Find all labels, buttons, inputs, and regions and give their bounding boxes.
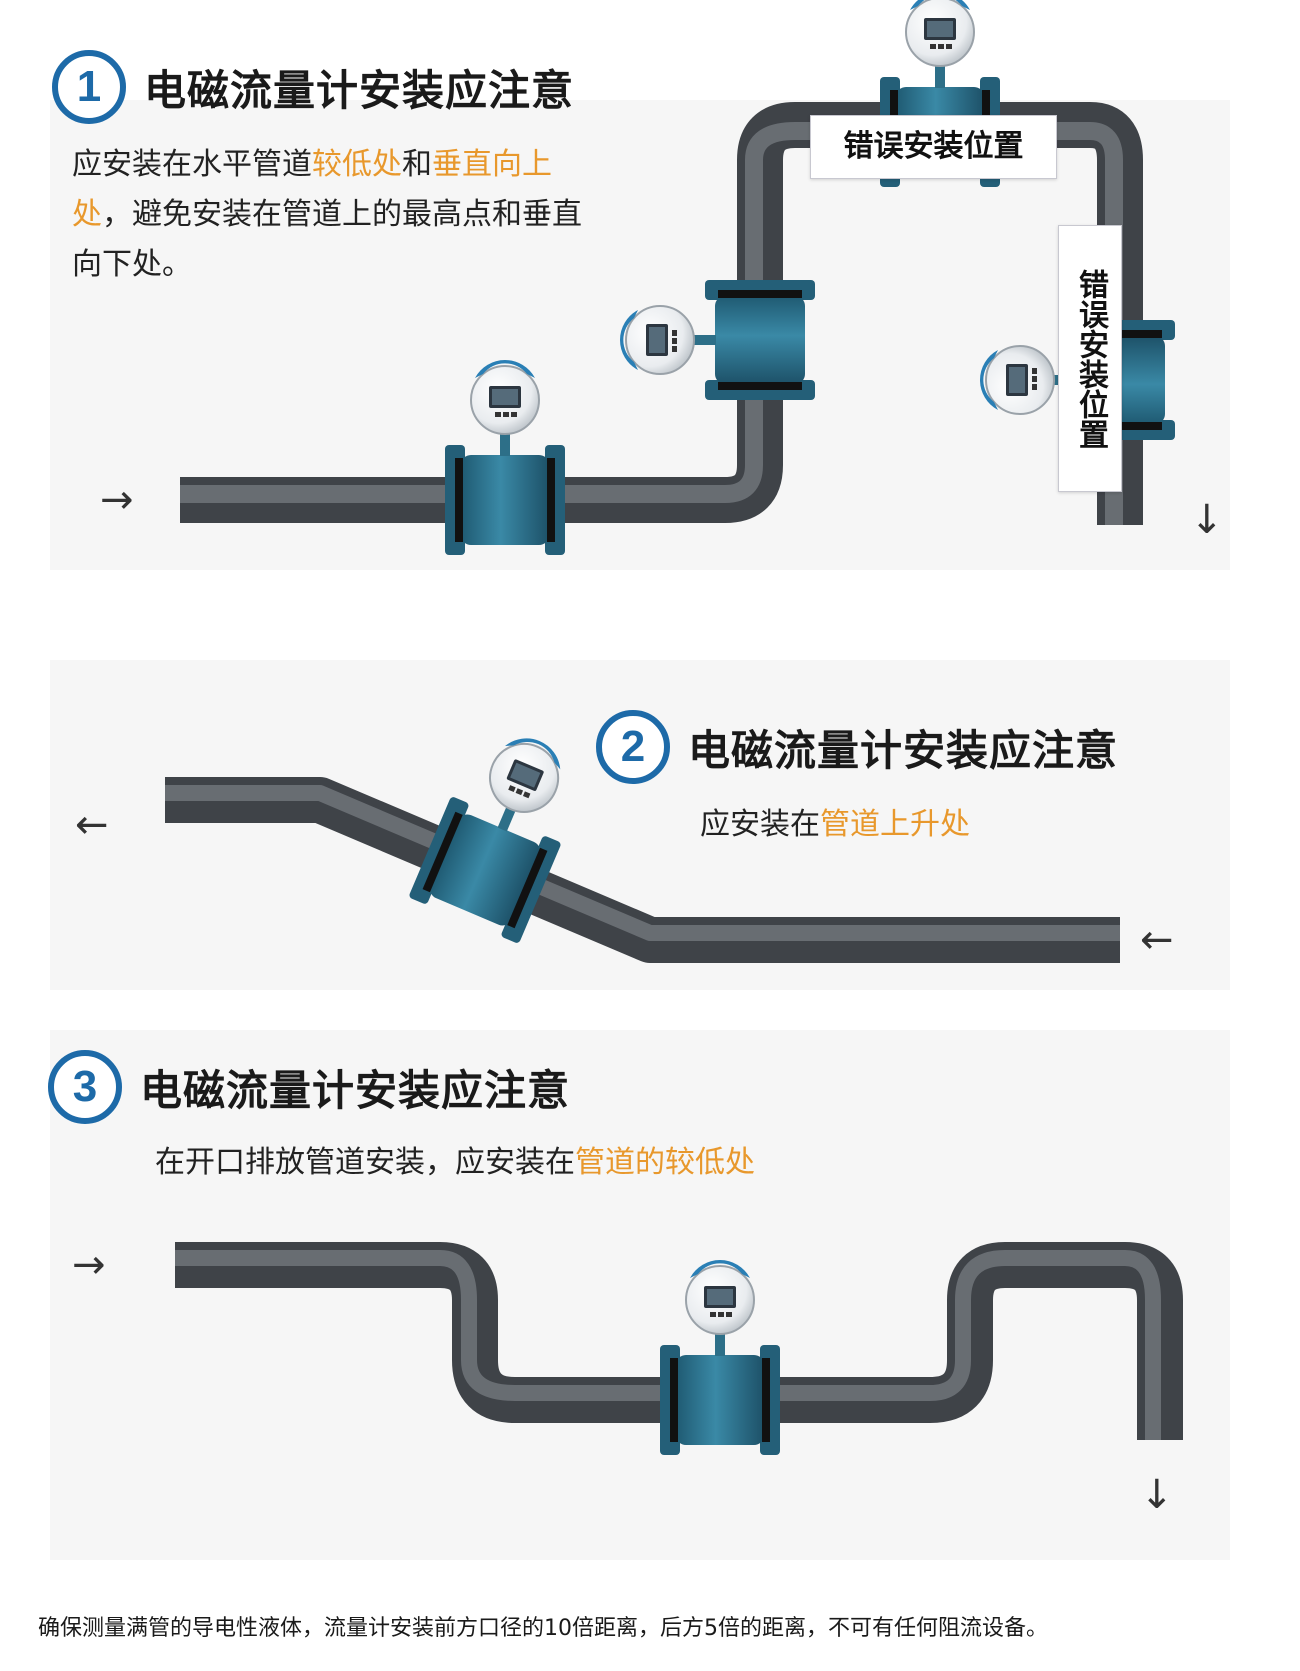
- section-2-number-badge: 2: [596, 710, 670, 784]
- section-2-title: 电磁流量计安装应注意: [688, 725, 1119, 775]
- footer-note: 确保测量满管的导电性液体，流量计安装前方口径的10倍距离，后方5倍的距离，不可有…: [38, 1616, 1048, 1641]
- section-3-title: 电磁流量计安装应注意: [140, 1065, 571, 1115]
- section-1-number-badge: 1: [52, 50, 126, 124]
- desc-text: ，避免安装在管道上的最高点和垂直向下处。: [72, 197, 582, 282]
- section-3-heading: 3 电磁流量计安装应注意: [48, 1050, 570, 1124]
- desc-highlight: 较低处: [312, 147, 402, 182]
- flowmeter-vertical-up: [619, 279, 816, 401]
- section-1-heading: 1 电磁流量计安装应注意: [52, 50, 574, 124]
- wrong-position-label-side: 错误安装位置: [1058, 225, 1122, 492]
- section-3: 3 电磁流量计安装应注意 在开口排放管道安装，应安装在管道的较低处 → ↓: [0, 1030, 1300, 1590]
- section-1-diagram: [180, 0, 1176, 556]
- flow-arrow-out: ↓: [1140, 1472, 1174, 1518]
- flow-arrow-out: ←: [75, 802, 109, 848]
- section-3-number-badge: 3: [48, 1050, 122, 1124]
- section-3-diagram: [175, 1242, 1183, 1456]
- desc-highlight: 垂直向上处: [72, 147, 552, 232]
- flow-arrow-in: ←: [1140, 917, 1174, 963]
- section-2-description: 应安装在管道上升处: [700, 800, 970, 850]
- flow-arrow-out: ↓: [1190, 497, 1224, 543]
- section-2-diagram: [165, 716, 1120, 963]
- section-2: 2 电磁流量计安装应注意 应安装在管道上升处 ← ←: [0, 640, 1300, 1010]
- section-1-description: 应安装在水平管道较低处和垂直向上处，避免安装在管道上的最高点和垂直向下处。: [72, 140, 592, 290]
- wrong-position-label-top: 错误安装位置: [810, 115, 1057, 179]
- pipe-section-2: [165, 777, 1120, 963]
- section-1-title: 电磁流量计安装应注意: [144, 65, 575, 115]
- desc-text: 应安装在: [700, 807, 820, 842]
- desc-text: 在开口排放管道安装，应安装在: [155, 1145, 575, 1180]
- desc-highlight: 管道的较低处: [575, 1145, 755, 1180]
- flow-arrow-in: →: [100, 477, 134, 523]
- desc-text: 和: [402, 147, 432, 182]
- section-1: 1 电磁流量计安装应注意 应安装在水平管道较低处和垂直向上处，避免安装在管道上的…: [0, 0, 1300, 600]
- section-2-heading: 2 电磁流量计安装应注意: [596, 710, 1118, 784]
- section-3-description: 在开口排放管道安装，应安装在管道的较低处: [155, 1138, 755, 1188]
- desc-text: 应安装在水平管道: [72, 147, 312, 182]
- flowmeter-horizontal-low: [444, 359, 566, 556]
- flowmeter-low-point: [659, 1259, 781, 1456]
- desc-highlight: 管道上升处: [820, 807, 970, 842]
- flow-arrow-in: →: [72, 1242, 106, 1288]
- section-3-background: [50, 1030, 1230, 1560]
